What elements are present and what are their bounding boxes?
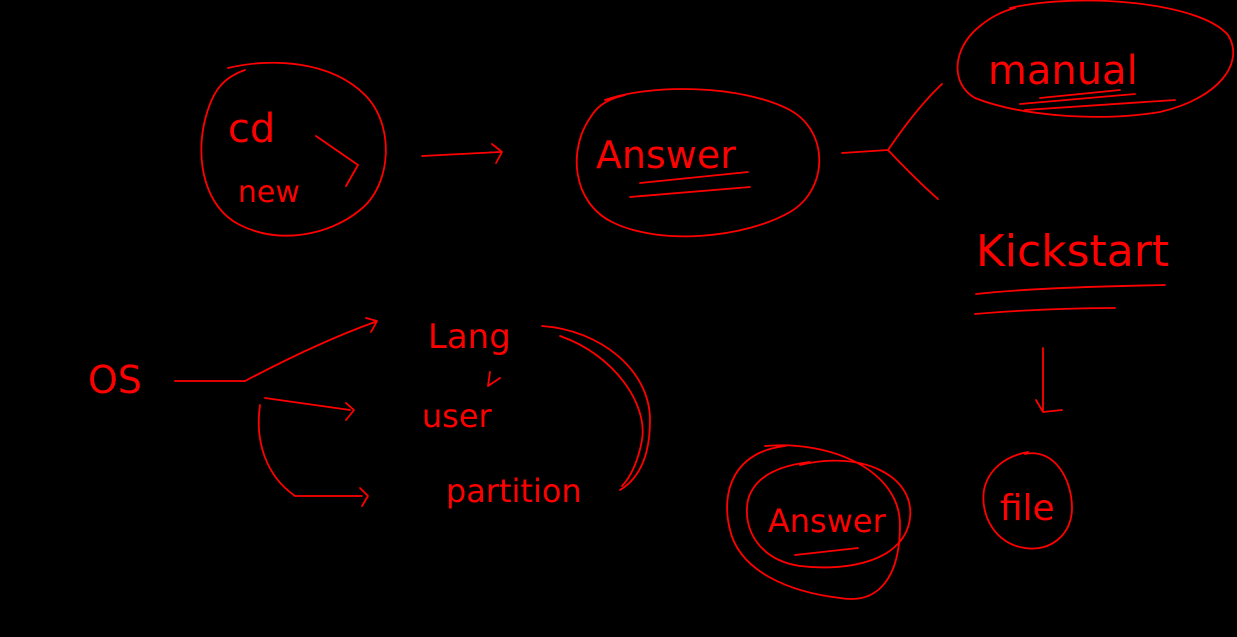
arrow-cd-to-answer (421, 143, 503, 164)
new-label: new (238, 175, 300, 210)
kickstart-underline-1 (975, 284, 1166, 295)
file-node: file (982, 451, 1073, 550)
manual-underline-3 (1024, 99, 1176, 111)
file-label: file (1000, 488, 1055, 529)
answer-underline-1 (639, 171, 749, 184)
cd-new-node: cd new (200, 61, 387, 237)
arrow-os-to-lang (244, 317, 378, 382)
cd-label: cd (228, 106, 275, 152)
group-bracket-inner (559, 335, 644, 487)
answer-node: Answer (575, 88, 821, 238)
answer-bottom-node: Answer (726, 444, 912, 600)
answer-bottom-circle-outer (726, 444, 901, 600)
manual-circle (956, 0, 1234, 118)
cd-new-circle (200, 61, 387, 237)
kickstart-underline-2 (974, 307, 1116, 315)
user-label: user (422, 397, 493, 435)
manual-node: manual (956, 0, 1234, 118)
answer-circle (575, 88, 821, 238)
answer-bottom-underline (794, 547, 859, 556)
arrow-kickstart-to-file (1035, 347, 1063, 413)
manual-underline-1 (1039, 89, 1121, 99)
cd-new-chevron (315, 135, 359, 187)
lang-descender (487, 371, 501, 387)
os-label: OS (88, 358, 142, 402)
manual-underline-2 (1019, 93, 1136, 105)
arrow-os-to-user (264, 397, 355, 421)
group-bracket (541, 325, 651, 491)
file-circle (982, 451, 1073, 550)
answer-bottom-circle-inner (746, 459, 912, 569)
answer-underline-2 (629, 186, 751, 198)
answer-bottom-label: Answer (768, 502, 887, 540)
fork-from-answer (841, 83, 943, 200)
arrow-os-to-partition (257, 404, 369, 507)
lang-label: Lang (428, 317, 511, 357)
answer-label: Answer (596, 133, 736, 177)
os-node: OS (88, 317, 378, 507)
partition-label: partition (446, 472, 582, 510)
kickstart-node: Kickstart (974, 226, 1169, 315)
manual-label: manual (988, 48, 1138, 94)
kickstart-label: Kickstart (976, 226, 1169, 277)
